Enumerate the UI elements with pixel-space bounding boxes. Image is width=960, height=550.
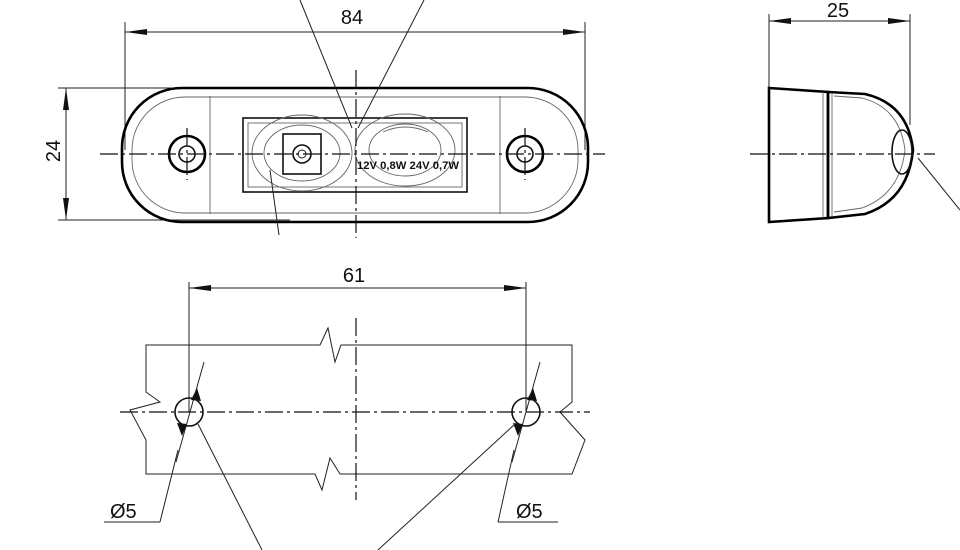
dimension-61: 61 <box>189 265 526 291</box>
hole-pattern-view: 61 Ø5 Ø5 <box>104 265 590 550</box>
dimension-24: 24 <box>43 88 69 220</box>
dimension-24-label: 24 <box>43 140 65 162</box>
hole-diameter-left-label: Ø5 <box>110 501 137 523</box>
front-view: 84 24 12V 0,8W 24V 0,7W <box>43 0 605 238</box>
side-dome <box>826 90 915 220</box>
panel-outline <box>129 326 586 492</box>
lamp-body-outline <box>120 86 590 224</box>
hole-diameter-right-label: Ø5 <box>516 501 543 523</box>
dimension-25-label: 25 <box>827 0 849 22</box>
lens-window <box>242 117 468 193</box>
dimension-84-label: 84 <box>341 7 363 29</box>
side-base <box>767 86 830 224</box>
hole-diameter-left: Ø5 <box>104 449 179 523</box>
dimension-61-label: 61 <box>343 265 365 287</box>
dimension-84: 84 <box>125 7 585 35</box>
dimension-25: 25 <box>769 0 910 24</box>
lens-label: 12V 0,8W 24V 0,7W <box>357 160 460 172</box>
hole-diameter-right: Ø5 <box>497 449 558 523</box>
side-view: 25 <box>750 0 960 224</box>
